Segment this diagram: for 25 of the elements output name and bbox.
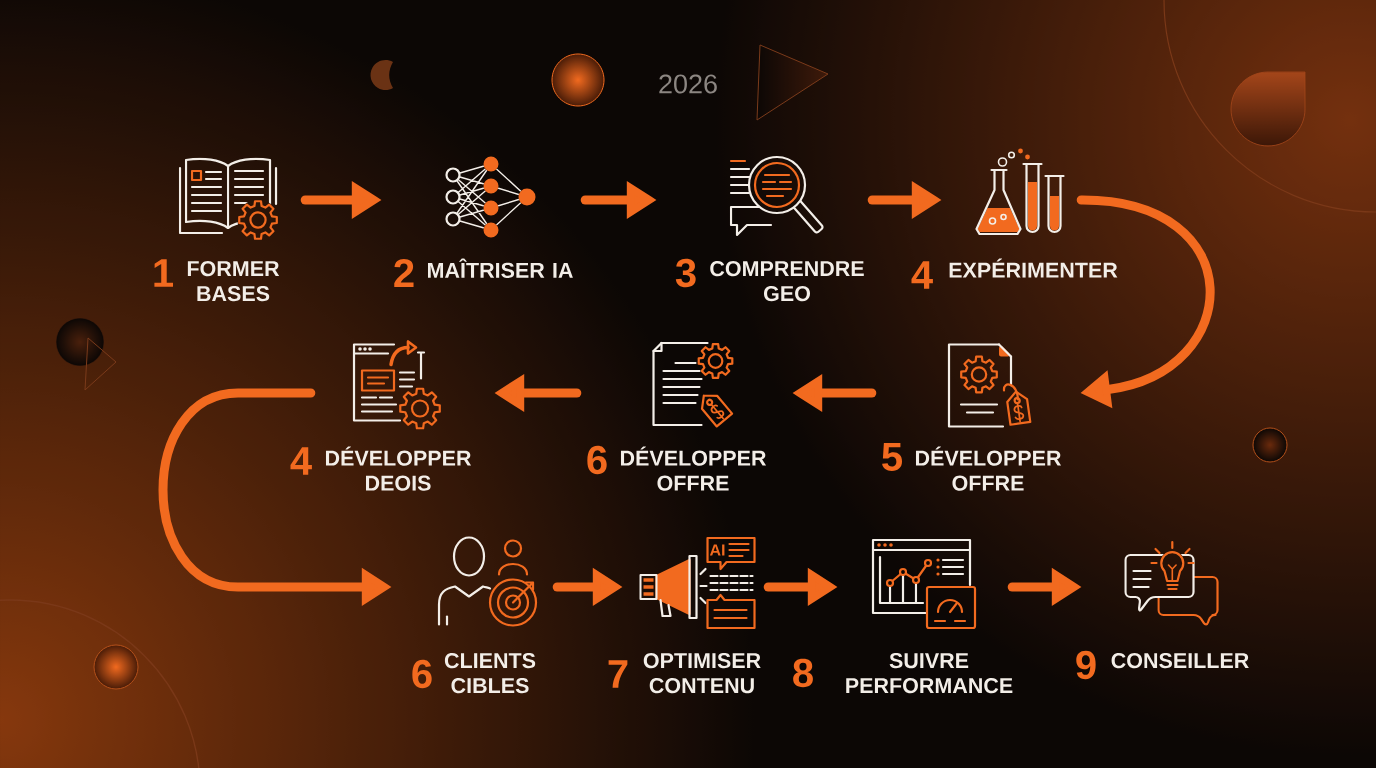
step-number: 8 xyxy=(793,658,813,688)
step-number: 7 xyxy=(608,660,628,688)
curved-arrow xyxy=(1076,195,1215,409)
step-label: EXPÉRIMENTER xyxy=(949,258,1118,278)
step-label: MAÎTRISER IA xyxy=(428,258,573,278)
step-number: 5 xyxy=(882,443,902,471)
step-label: OPTIMISER CONTENU xyxy=(643,653,761,694)
step-label: CONSEILLER xyxy=(1111,653,1249,669)
step-number: 4 xyxy=(911,261,933,289)
title: 2026 xyxy=(659,74,717,94)
step-number: 4 xyxy=(290,447,312,475)
step-label: DÉVELOPPER OFFRE xyxy=(621,446,767,491)
step-label: SUIVRE PERFORMANCE xyxy=(846,653,1013,694)
step-label: DÉVELOPPER DEOIS xyxy=(326,446,472,491)
step-number: 6 xyxy=(412,659,432,689)
step-number: 3 xyxy=(675,258,696,288)
step-label: DÉVELOPPER OFFRE xyxy=(915,446,1062,491)
step-number: 6 xyxy=(587,445,607,475)
step-label: FORMER BASES xyxy=(187,261,280,302)
step-number: 2 xyxy=(394,259,414,287)
step-label: CLIENTS CIBLES xyxy=(444,653,536,694)
step-number: 1 xyxy=(154,259,173,287)
step-number: 9 xyxy=(1076,650,1096,680)
icon-text: AI xyxy=(709,544,725,556)
step-label: COMPRENDRE GEO xyxy=(710,261,864,302)
